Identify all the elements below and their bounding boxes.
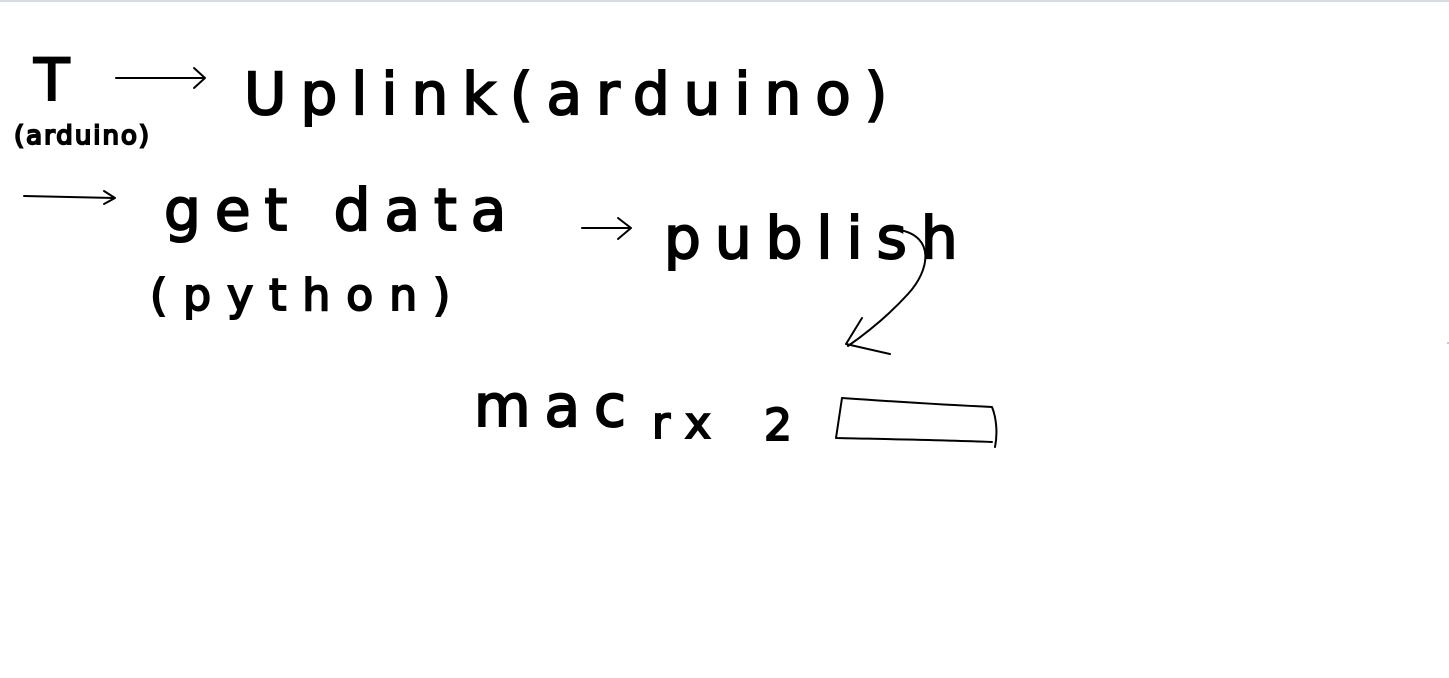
get-sub-label: (python) (150, 270, 466, 321)
empty-box-left-bottom (835, 397, 993, 443)
curved-arrow-head (845, 317, 891, 355)
arrow-to-publish-head (617, 217, 632, 240)
t-sub-label: (arduino) (14, 121, 151, 151)
canvas-edge-mark (1447, 342, 1449, 344)
get-data-label: get data (164, 176, 520, 244)
arrow-to-get-data (23, 195, 115, 199)
curved-arrow (847, 229, 927, 347)
arrow-to-get-data-head (103, 190, 116, 205)
publish-label: publish (664, 204, 972, 272)
arrow-t-to-uplink-head (193, 67, 206, 89)
empty-box-top-right (841, 397, 998, 448)
number-label: 2 (764, 400, 808, 451)
uplink-label: Uplink(arduino) (244, 60, 901, 128)
t-letter: T (33, 46, 83, 114)
rx-label: rx (652, 398, 727, 449)
mac-label: mac (474, 372, 640, 440)
